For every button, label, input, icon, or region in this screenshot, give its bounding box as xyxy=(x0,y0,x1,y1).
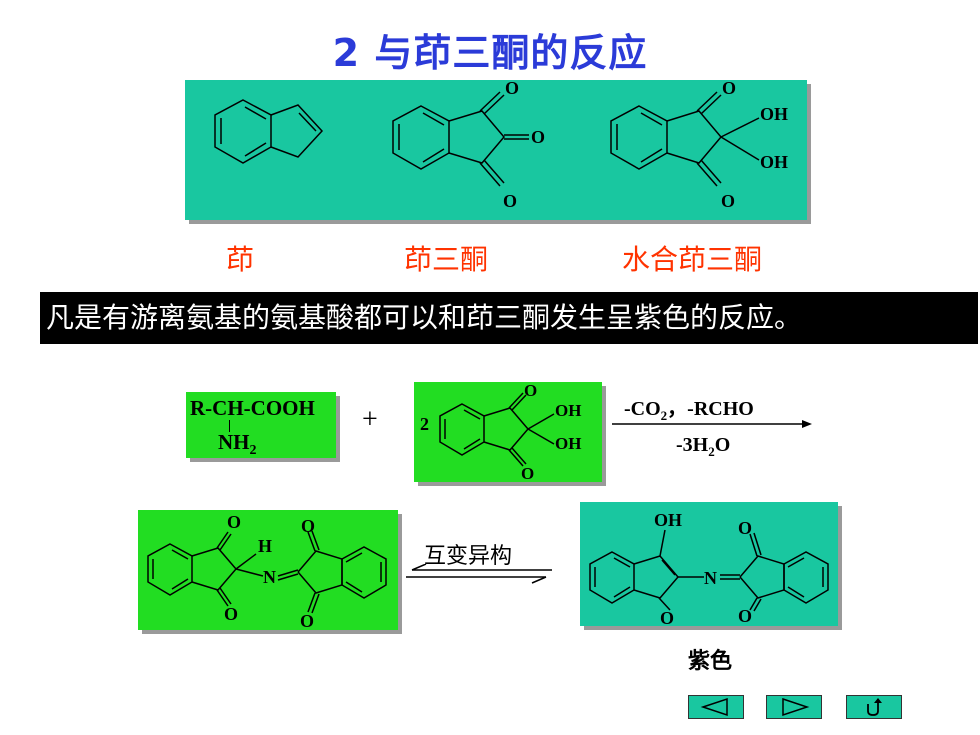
atom-oh: OH xyxy=(760,152,788,172)
tautomerism-label: 互变异构 xyxy=(424,544,513,569)
conditions-below: -3H2O xyxy=(676,434,731,459)
structures-svg: O O O O OH OH O xyxy=(214,78,788,211)
atom-n: N xyxy=(704,568,717,588)
structures-panel: O O O O OH OH O xyxy=(185,78,807,220)
atom-h: H xyxy=(258,536,272,556)
atom-o: O xyxy=(524,382,537,400)
equilibrium-arrows xyxy=(406,564,552,584)
purple-product-svg: OH N O O O xyxy=(589,510,829,628)
hydrated-ninhydrin-structure xyxy=(610,91,760,187)
return-button[interactable] xyxy=(846,695,902,719)
atom-o: O xyxy=(503,191,517,211)
atom-o: O xyxy=(722,80,736,98)
coefficient: 2 xyxy=(420,414,429,434)
atom-o: O xyxy=(738,606,752,626)
keto-product-box: O H N O O O xyxy=(138,510,398,631)
label-indene: 茚 xyxy=(226,243,255,276)
keto-product-svg: O H N O O O xyxy=(147,512,387,631)
atom-o: O xyxy=(738,518,752,538)
indene-structure xyxy=(214,99,324,164)
atom-o: O xyxy=(505,80,519,98)
atom-o: O xyxy=(224,604,238,624)
purple-label: 紫色 xyxy=(688,649,733,674)
ninhydrin-structure xyxy=(392,91,529,187)
atom-o: O xyxy=(721,191,735,211)
atom-o: O xyxy=(521,464,534,482)
amino-acid-box: R-CH-COOH NH2 xyxy=(186,392,336,458)
atom-oh: OH xyxy=(555,434,581,453)
atom-o: O xyxy=(531,127,545,147)
prev-slide-button[interactable] xyxy=(688,695,744,719)
reagent-svg: 2 O OH OH O xyxy=(420,381,581,483)
conditions-above: -CO2，-RCHO xyxy=(624,398,754,423)
atom-o: O xyxy=(227,512,241,532)
statement-banner: 凡是有游离氨基的氨基酸都可以和茚三酮发生呈紫色的反应。 xyxy=(40,292,978,344)
atom-o: O xyxy=(300,611,314,630)
triangle-left-icon xyxy=(700,697,728,717)
atom-n: N xyxy=(263,567,276,587)
forward-arrow xyxy=(612,420,812,428)
triangle-right-icon xyxy=(782,697,810,717)
amine-group: NH2 xyxy=(218,430,257,459)
next-slide-button[interactable] xyxy=(766,695,822,719)
plus-sign: + xyxy=(362,404,378,435)
label-ninhydrin: 茚三酮 xyxy=(404,243,489,276)
atom-o: O xyxy=(660,608,674,626)
atom-o: O xyxy=(301,516,315,536)
return-arrow-icon xyxy=(867,698,882,716)
ninhydrin-reagent-box: 2 O OH OH O xyxy=(414,381,602,483)
atom-oh: OH xyxy=(555,401,581,420)
purple-product-box: OH N O O O xyxy=(580,502,838,628)
atom-oh: OH xyxy=(760,104,788,124)
atom-oh: OH xyxy=(654,510,682,530)
label-hydrated-ninhydrin: 水合茚三酮 xyxy=(622,243,763,276)
amino-acid-formula: R-CH-COOH xyxy=(190,396,315,420)
slide-title: 2 与茚三酮的反应 xyxy=(332,31,648,75)
bond-line xyxy=(229,420,230,432)
